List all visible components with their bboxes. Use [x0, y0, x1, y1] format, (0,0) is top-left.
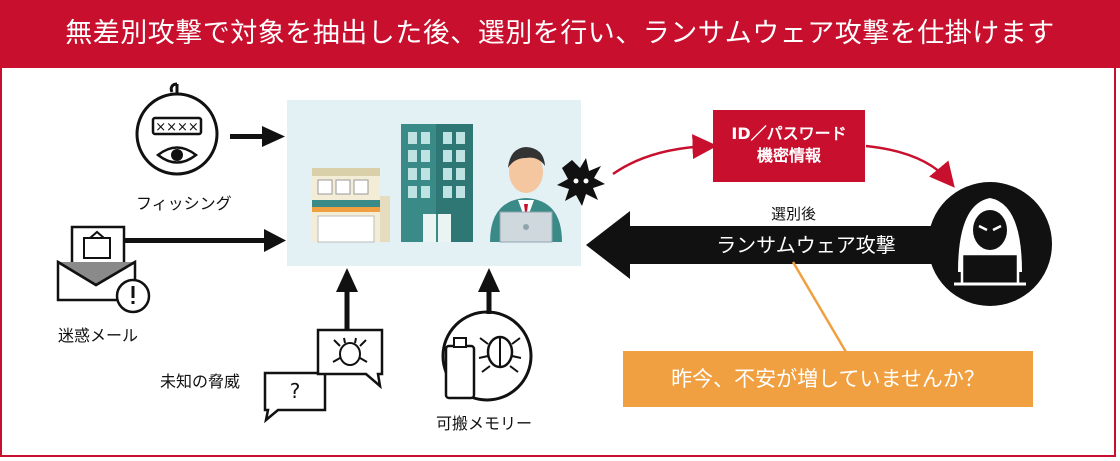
ransomware-arrow: [586, 211, 968, 279]
hacker-icon: [928, 182, 1052, 306]
svg-text:?: ?: [290, 379, 301, 403]
office-tower-icon: [401, 124, 473, 242]
arrow-media: [478, 268, 500, 314]
arrow-phishing: [230, 126, 285, 147]
stolen-confidential-label: 機密情報: [756, 146, 821, 165]
svg-text:××××: ××××: [155, 120, 199, 135]
stolen-data-box: ID／パスワード 機密情報: [713, 110, 865, 182]
header-banner: [0, 0, 1120, 68]
spam-mail-icon: [56, 225, 151, 314]
callout-box: 昨今、不安が増していませんか？: [623, 351, 1033, 407]
removable-media-icon: [441, 310, 533, 402]
shop-building-icon: [312, 168, 390, 243]
arrow-unknown: [336, 268, 358, 330]
unknown-threat-label: 未知の脅威: [160, 372, 241, 391]
page-title: 無差別攻撃で対象を抽出した後、選別を行い、ランサムウェア攻撃を仕掛けます: [65, 18, 1055, 49]
ransomware-attack-label: ランサムウェア攻撃: [716, 233, 896, 257]
arrow-spam: [124, 229, 286, 252]
malware-icon: [557, 158, 605, 206]
unknown-threat-icon: ?: [263, 328, 384, 424]
stolen-data-arrow: [865, 144, 955, 188]
exfiltration-arrow: [612, 134, 718, 176]
stolen-credentials-label: ID／パスワード: [731, 124, 847, 143]
selection-label: 選別後: [771, 205, 817, 223]
phishing-label: フィッシング: [136, 194, 232, 213]
callout-pointer: [791, 261, 848, 353]
phishing-icon: ××××: [135, 82, 219, 176]
employee-icon: [490, 147, 562, 243]
removable-media-label: 可搬メモリー: [436, 414, 533, 433]
spam-label: 迷惑メール: [58, 326, 139, 345]
